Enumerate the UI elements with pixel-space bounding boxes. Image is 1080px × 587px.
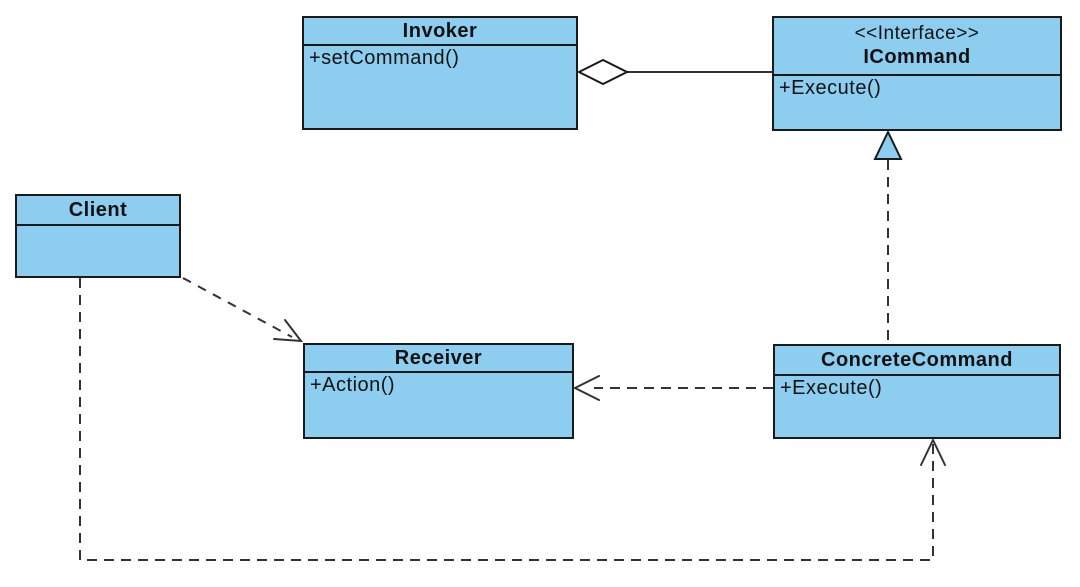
class-method: +Execute() [779,77,882,99]
class-name: Receiver [394,346,483,369]
class-name: Client [68,198,128,221]
open-diamond-icon [576,58,630,86]
class-stereotype: <<Interface>> [854,22,980,44]
class-client-header: Client [17,196,179,226]
open-arrowhead-icon [273,319,304,343]
class-name: ConcreteCommand [821,348,1013,371]
hollow-triangle-icon [873,129,903,160]
class-name: Invoker [402,19,478,42]
class-invoker-header: Invoker [304,18,576,46]
class-receiver-header: Receiver [305,345,572,373]
class-receiver: Receiver +Action() [303,343,574,439]
class-invoker-body: +setCommand() [304,46,576,71]
class-method: +setCommand() [309,47,460,69]
class-client: Client [15,194,181,278]
class-icommand-body: +Execute() [774,76,1060,101]
class-icommand: <<Interface>> ICommand +Execute() [772,16,1062,131]
open-arrowhead-icon [572,375,600,401]
realization-concretecommand-icommand [873,129,903,344]
open-arrowhead-icon [920,437,946,466]
aggregation-invoker-icommand [576,58,773,86]
class-icommand-header: <<Interface>> ICommand [774,18,1060,76]
class-concretecommand: ConcreteCommand +Execute() [773,344,1061,439]
class-concretecommand-header: ConcreteCommand [775,346,1059,376]
dependency-concretecommand-receiver [572,375,773,401]
class-method: +Action() [310,374,396,396]
class-concretecommand-body: +Execute() [775,376,1059,401]
class-invoker: Invoker +setCommand() [302,16,578,130]
class-receiver-body: +Action() [305,373,572,398]
dependency-client-receiver [182,277,304,343]
class-method: +Execute() [780,377,883,399]
class-client-body [17,226,179,228]
class-name: ICommand [863,46,971,69]
